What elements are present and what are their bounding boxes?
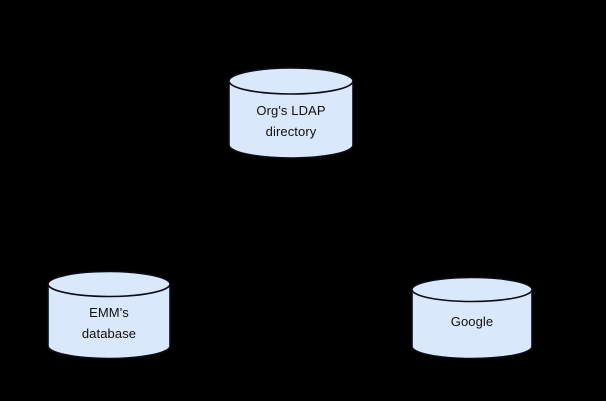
node-google[interactable]: Google bbox=[411, 276, 533, 360]
database-cylinder-icon bbox=[47, 270, 171, 360]
database-cylinder-icon bbox=[228, 67, 354, 159]
node-org-ldap-directory[interactable]: Org's LDAP directory bbox=[228, 67, 354, 159]
database-cylinder-icon bbox=[411, 276, 533, 360]
node-emm-database[interactable]: EMM's database bbox=[47, 270, 171, 360]
